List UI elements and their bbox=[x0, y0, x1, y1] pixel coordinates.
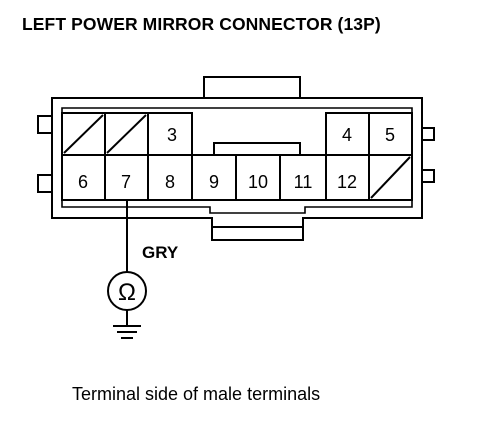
terminal-9-label: 9 bbox=[209, 172, 219, 192]
left-latch-upper bbox=[37, 115, 52, 134]
terminal-7-label: 7 bbox=[121, 172, 131, 192]
center-key bbox=[213, 142, 301, 155]
terminal-3-label: 3 bbox=[167, 125, 177, 145]
ground-icon bbox=[113, 325, 141, 339]
terminal-6-label: 6 bbox=[78, 172, 88, 192]
terminal-10-label: 10 bbox=[248, 172, 268, 192]
connector-top-tab bbox=[203, 76, 301, 98]
terminal-12-label: 12 bbox=[337, 172, 357, 192]
terminal-4-label: 4 bbox=[342, 125, 352, 145]
cavity-13-slash bbox=[370, 156, 411, 199]
diagram-title: LEFT POWER MIRROR CONNECTOR (13P) bbox=[22, 14, 381, 34]
right-latch-lower bbox=[422, 169, 435, 183]
cavity-1-slash bbox=[63, 114, 104, 154]
cavity-2-slash bbox=[106, 114, 147, 154]
connector-bottom-key bbox=[211, 227, 304, 241]
terminal-11-label: 11 bbox=[294, 172, 313, 192]
wire-color-label: GRY bbox=[142, 243, 179, 262]
right-latch-upper bbox=[422, 127, 435, 141]
left-latch-lower bbox=[37, 174, 52, 193]
terminal-side-caption: Terminal side of male terminals bbox=[72, 384, 321, 404]
cavity-13-empty bbox=[368, 154, 413, 201]
terminal-5-label: 5 bbox=[385, 125, 395, 145]
ohm-symbol: Ω bbox=[118, 279, 136, 306]
terminal-8-label: 8 bbox=[165, 172, 175, 192]
